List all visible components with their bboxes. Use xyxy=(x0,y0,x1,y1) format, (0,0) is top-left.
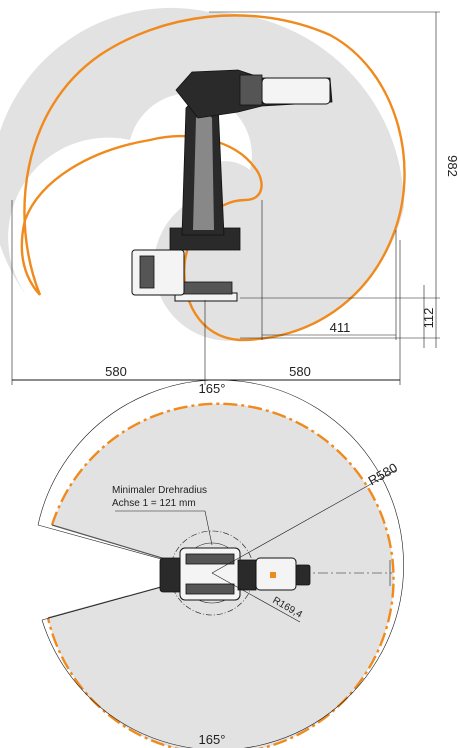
inner-radius-leader xyxy=(211,572,301,623)
right-reach-label: 580 xyxy=(289,364,311,379)
top-robot-arm xyxy=(237,559,257,591)
base-height-label: 112 xyxy=(421,308,436,329)
side-envelope-outer xyxy=(23,14,406,342)
robot-wrist xyxy=(261,77,331,105)
offset-label: 411 xyxy=(330,320,351,335)
rotation-top-label: 165° xyxy=(199,381,226,396)
robot-base-motor-detail xyxy=(139,255,155,289)
min-radius-title: Minimaler Drehradius xyxy=(112,485,207,496)
rotation-bottom-label: 165° xyxy=(199,732,226,747)
top-robot-base-detail xyxy=(185,553,235,565)
top-envelope-boundary xyxy=(46,402,395,748)
robot-lower-arm-highlight xyxy=(193,113,214,230)
top-robot xyxy=(159,547,311,601)
radius-leader xyxy=(211,469,397,574)
radius-label: R580 xyxy=(366,460,400,489)
side-robot xyxy=(131,69,333,302)
top-robot-wrist xyxy=(295,564,311,586)
left-reach-label: 580 xyxy=(105,364,127,379)
top-robot-base-detail-2 xyxy=(185,583,235,595)
min-radius-leader-d xyxy=(204,510,213,546)
rotation-arc xyxy=(37,379,404,748)
robot-wrist-detail xyxy=(239,74,263,106)
top-view: 165° 165° R580 R169,4 Minimaler Drehradi… xyxy=(37,379,404,748)
height-label: 982 xyxy=(445,155,458,177)
top-robot-motor xyxy=(159,557,183,593)
min-radius-value: Achse 1 = 121 mm xyxy=(112,498,196,509)
side-view: 982 112 411 580 580 xyxy=(0,7,458,385)
robot-base-plate xyxy=(179,281,233,295)
top-robot-accent xyxy=(270,572,276,578)
